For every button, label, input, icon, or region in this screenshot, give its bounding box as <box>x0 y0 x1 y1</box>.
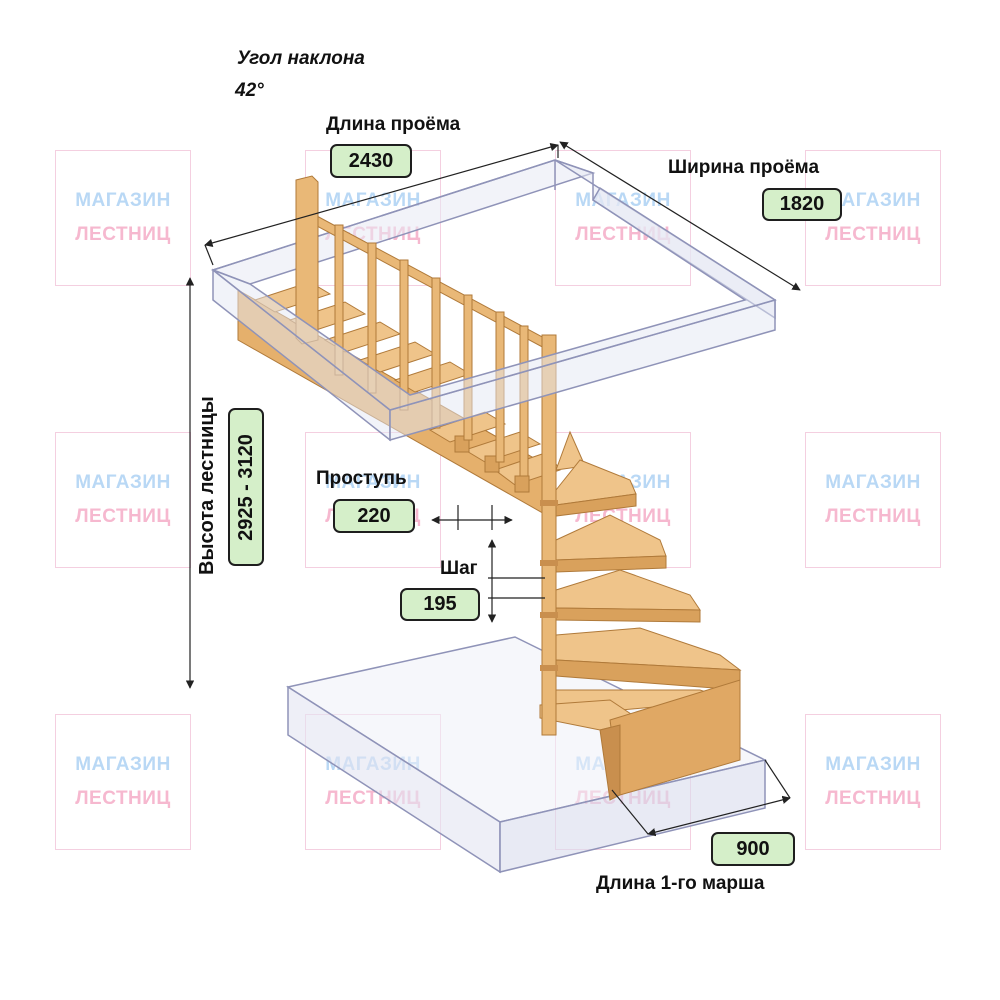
watermark-tile: МАГАЗИН ЛЕСТНИЦ <box>805 150 941 286</box>
stair-height-value-text: 2925 - 3120 <box>234 433 257 541</box>
watermark-tile: МАГАЗИН ЛЕСТНИЦ <box>55 714 191 850</box>
tread-value: 220 <box>333 499 415 533</box>
watermark-tile: МАГАЗИН ЛЕСТНИЦ <box>55 432 191 568</box>
watermark-line1: МАГАЗИН <box>75 754 171 775</box>
watermark-line2: ЛЕСТНИЦ <box>75 788 171 809</box>
watermark-line2: ЛЕСТНИЦ <box>75 506 171 527</box>
watermark-tile: МАГАЗИН ЛЕСТНИЦ <box>805 432 941 568</box>
watermark-line2: ЛЕСТНИЦ <box>825 224 921 245</box>
step-value: 195 <box>400 588 480 621</box>
watermark-line2: ЛЕСТНИЦ <box>825 506 921 527</box>
angle-value: 42° <box>235 80 264 101</box>
first-flight-label: Длина 1-го марша <box>596 873 765 894</box>
opening-width-value: 1820 <box>762 188 842 221</box>
opening-length-label: Длина проёма <box>326 114 461 135</box>
tread-label: Проступь <box>316 468 407 489</box>
watermark-line1: МАГАЗИН <box>75 472 171 493</box>
watermark-tile: МАГАЗИН ЛЕСТНИЦ <box>805 714 941 850</box>
dimension-lines <box>185 141 801 837</box>
first-flight-value: 900 <box>711 832 795 866</box>
watermark-line1: МАГАЗИН <box>75 190 171 211</box>
stair-height-label: Высота лестницы <box>196 396 218 575</box>
angle-label: Угол наклона <box>237 48 365 69</box>
watermark-tile: МАГАЗИН ЛЕСТНИЦ <box>55 150 191 286</box>
step-label: Шаг <box>440 558 478 579</box>
watermark-line1: МАГАЗИН <box>825 190 921 211</box>
opening-width-label: Ширина проёма <box>668 157 820 178</box>
watermark-line2: ЛЕСТНИЦ <box>75 224 171 245</box>
opening-length-value: 2430 <box>330 144 412 178</box>
watermark-line1: МАГАЗИН <box>325 472 421 493</box>
winder-steps <box>539 334 742 801</box>
stair-height-value: 2925 - 3120 <box>228 408 264 566</box>
watermark-line1: МАГАЗИН <box>825 472 921 493</box>
opening-frame-front <box>212 186 777 442</box>
watermark-line2: ЛЕСТНИЦ <box>825 788 921 809</box>
watermark-line1: МАГАЗИН <box>825 754 921 775</box>
